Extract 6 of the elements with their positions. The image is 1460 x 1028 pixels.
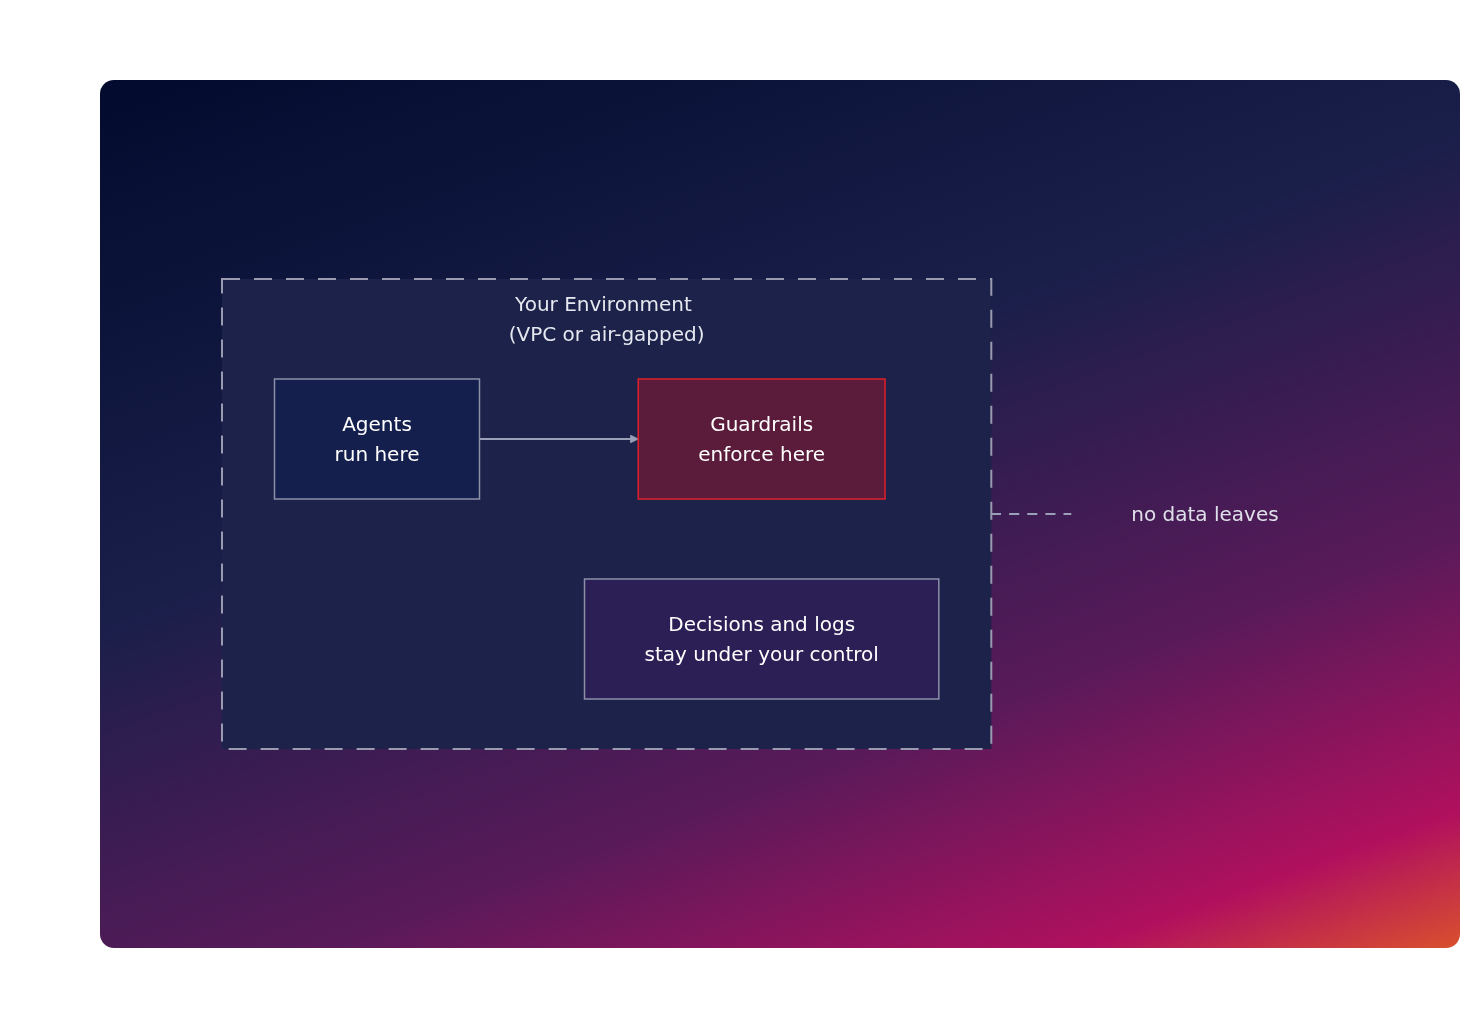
node-box [583, 578, 940, 700]
node-box [637, 378, 886, 500]
cluster [220, 278, 992, 750]
node-text: no data leaves [1130, 502, 1279, 526]
card-background: Your Environment (VPC or air-gapped) Agents run here Guardrails enforce here Decisions and logs stay under your control no data leaves [100, 80, 1460, 948]
node-box [273, 378, 480, 500]
